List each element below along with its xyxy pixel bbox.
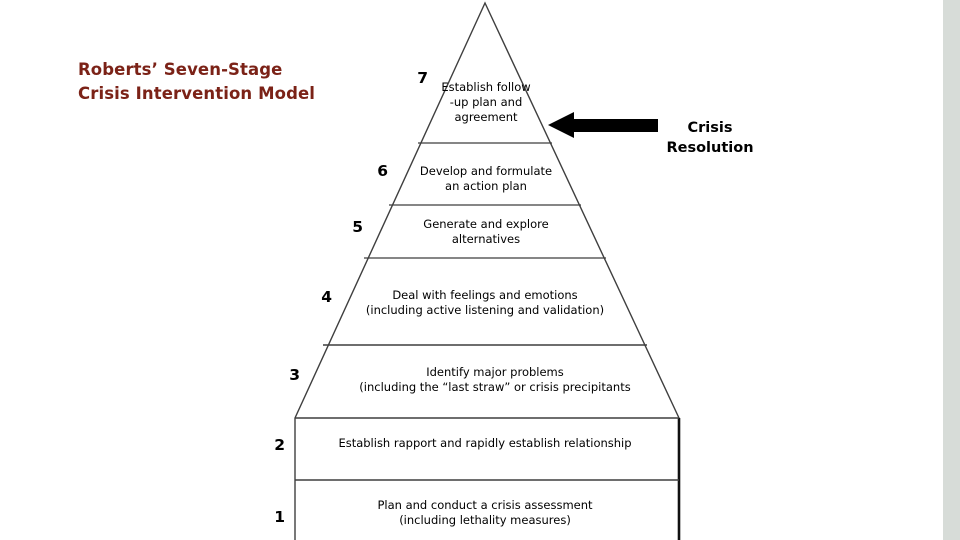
level-text-4: Deal with feelings and emotions (includi…: [340, 288, 630, 318]
level-text-7: Establish follow -up plan and agreement: [427, 80, 545, 126]
left-arrow-shape: [548, 112, 658, 138]
crisis-resolution-line-2: Resolution: [666, 140, 754, 157]
pyramid-outline: [294, 1, 680, 540]
level-3-line-2: (including the “last straw” or crisis pr…: [359, 380, 631, 395]
page-title: Roberts’ Seven-Stage Crisis Intervention…: [78, 58, 398, 106]
level-7-line-2: -up plan and: [449, 95, 523, 110]
page-title-line-1: Roberts’ Seven-Stage: [78, 60, 283, 79]
crisis-resolution-label: Crisis Resolution: [650, 118, 770, 159]
level-6-line-1: Develop and formulate: [419, 164, 553, 178]
crisis-resolution-line-1: Crisis: [687, 120, 733, 136]
level-1-line-2: (including lethality measures): [399, 513, 571, 528]
level-number-6: 6: [377, 162, 388, 180]
level-1-line-1: Plan and conduct a crisis assessment: [377, 498, 593, 512]
level-4-line-2: (including active listening and validati…: [365, 303, 605, 318]
level-2-line-1: Establish rapport and rapidly establish …: [338, 436, 632, 450]
level-text-5: Generate and explore alternatives: [396, 217, 576, 247]
level-text-1: Plan and conduct a crisis assessment (in…: [300, 498, 670, 528]
level-3-line-1: Identify major problems: [426, 365, 564, 379]
level-text-6: Develop and formulate an action plan: [396, 164, 576, 194]
level-4-line-1: Deal with feelings and emotions: [392, 288, 578, 302]
level-number-1: 1: [274, 508, 285, 526]
level-number-5: 5: [352, 218, 363, 236]
level-number-4: 4: [321, 288, 332, 306]
level-5-line-2: alternatives: [451, 232, 521, 247]
level-text-2: Establish rapport and rapidly establish …: [300, 436, 670, 451]
level-5-line-1: Generate and explore: [423, 217, 549, 231]
level-number-7: 7: [417, 69, 428, 87]
level-7-line-1: Establish follow: [441, 80, 531, 94]
level-number-2: 2: [274, 436, 285, 454]
page-title-line-2: Crisis Intervention Model: [78, 83, 316, 103]
level-text-3: Identify major problems (including the “…: [320, 365, 670, 395]
left-arrow-icon: [548, 112, 658, 138]
level-6-line-2: an action plan: [445, 179, 527, 194]
level-number-3: 3: [289, 366, 300, 384]
right-edge-band: [943, 0, 960, 540]
level-7-line-3: agreement: [454, 110, 518, 125]
